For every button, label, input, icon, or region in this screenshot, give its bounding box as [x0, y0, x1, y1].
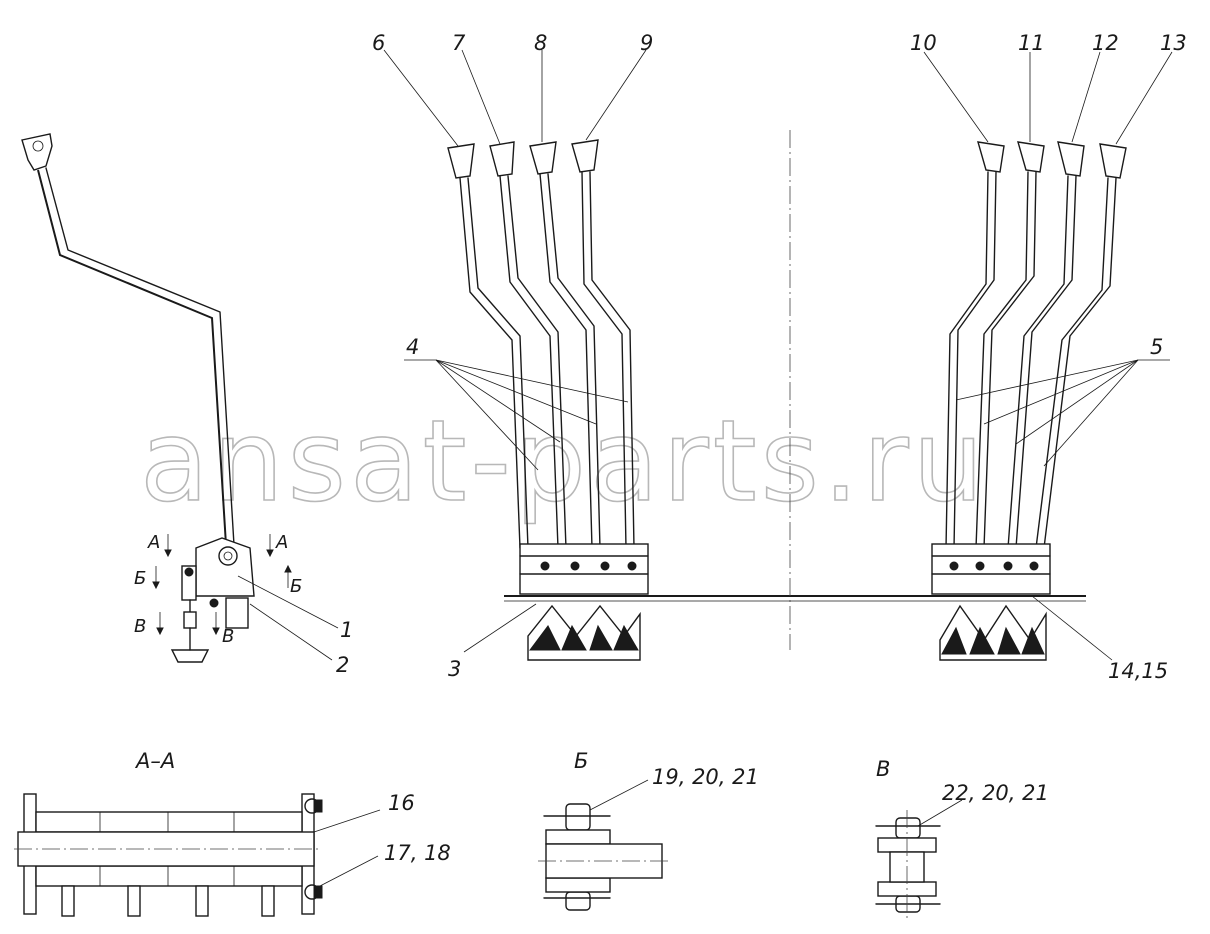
lever-base [195, 537, 255, 597]
section-marks: А А Б Б В В [134, 532, 302, 647]
callout-13: 13 [1160, 31, 1187, 55]
callout-6: 6 [372, 31, 385, 55]
callout-8: 8 [534, 31, 547, 55]
callout-19-20-21: 19, 20, 21 [652, 765, 759, 789]
side-view-lever [21, 133, 255, 663]
section-mark-b-right: Б [290, 576, 302, 597]
lever-bracket [225, 597, 249, 629]
callout-14-15: 14,15 [1108, 659, 1168, 683]
section-b-title: Б [574, 749, 588, 773]
callout-3: 3 [448, 657, 461, 681]
section-v-shaft [889, 851, 925, 883]
callout-5: 5 [1150, 335, 1163, 359]
callout-12: 12 [1092, 31, 1119, 55]
callout-11: 11 [1018, 31, 1045, 55]
callout-1: 1 [340, 618, 353, 642]
valve-block-left [519, 543, 649, 595]
callout-17-18: 17, 18 [384, 841, 451, 865]
section-b: Б [538, 749, 670, 911]
section-v-title: В [876, 757, 890, 781]
lever-foot [170, 649, 210, 663]
callout-2: 2 [336, 653, 349, 677]
callout-4: 4 [406, 335, 419, 359]
section-mark-a-left: А [147, 532, 160, 553]
callout-22-20-21: 22, 20, 21 [942, 781, 1049, 805]
section-b-shaft [545, 843, 663, 879]
lever-bank-right [931, 141, 1127, 661]
section-mark-b-left: Б [134, 568, 146, 589]
section-mark-a-right: А [275, 532, 288, 553]
callout-16: 16 [388, 791, 415, 815]
callout-10: 10 [910, 31, 937, 55]
lever-bank-left [447, 139, 649, 661]
section-aa: А–А [14, 749, 323, 917]
section-mark-v-right: В [222, 626, 234, 647]
callout-9: 9 [640, 31, 653, 55]
lever-knob [21, 133, 53, 171]
section-mark-v-left: В [134, 616, 146, 637]
section-v: В [875, 757, 941, 918]
callout-7: 7 [452, 31, 466, 55]
section-aa-title: А–А [134, 749, 175, 773]
lever-rod [37, 169, 227, 546]
